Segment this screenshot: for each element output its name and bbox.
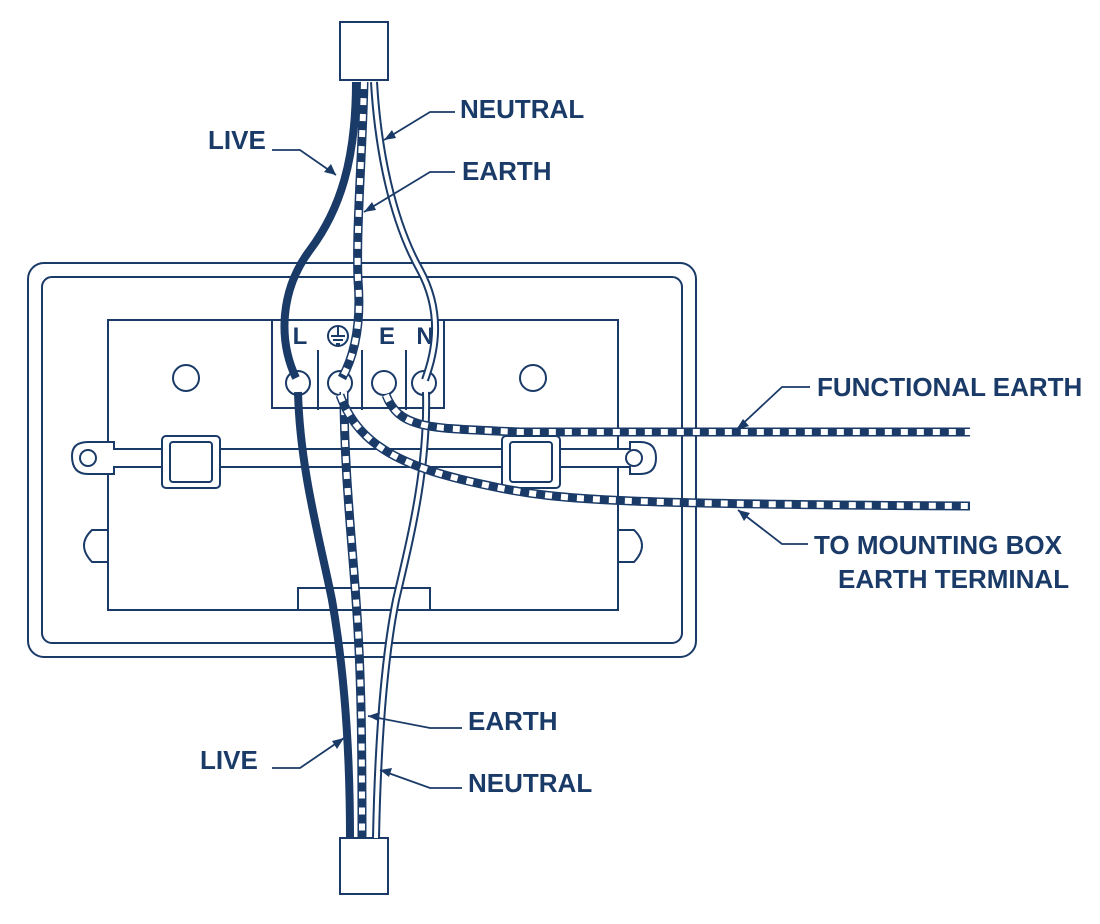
- fixing-slot-right: [625, 449, 643, 467]
- label-earth-bottom: EARTH: [468, 706, 558, 736]
- labels: LIVE NEUTRAL EARTH FUNCTIONAL EARTH TO M…: [200, 94, 1082, 798]
- fixing-slot-left: [79, 449, 97, 467]
- top-wires: [280, 81, 440, 382]
- cable-connector-top: [339, 21, 389, 81]
- fixing-hole-right: [519, 364, 547, 392]
- label-live-bottom: LIVE: [200, 745, 258, 775]
- leader-lines: [272, 111, 810, 789]
- fixing-hole-left: [172, 364, 200, 392]
- terminal-neutral-label: N: [416, 323, 433, 350]
- terminal-functional-earth-label: E: [379, 323, 395, 350]
- label-mounting-box-line1: TO MOUNTING BOX: [814, 530, 1063, 560]
- label-earth-top: EARTH: [462, 156, 552, 186]
- earth-symbol-icon: [327, 325, 349, 347]
- label-live-top: LIVE: [208, 125, 266, 155]
- terminal-screw-functional-earth: [371, 370, 397, 396]
- mounting-box-earth-lead: [335, 393, 971, 511]
- label-mounting-box-line2: EARTH TERMINAL: [838, 564, 1069, 594]
- label-neutral-top: NEUTRAL: [460, 94, 584, 124]
- label-neutral-bottom: NEUTRAL: [468, 768, 592, 798]
- functional-earth-lead: [381, 393, 970, 437]
- terminal-live-label: L: [293, 323, 308, 350]
- label-functional-earth: FUNCTIONAL EARTH: [817, 372, 1082, 402]
- cable-connector-bottom: [339, 837, 389, 895]
